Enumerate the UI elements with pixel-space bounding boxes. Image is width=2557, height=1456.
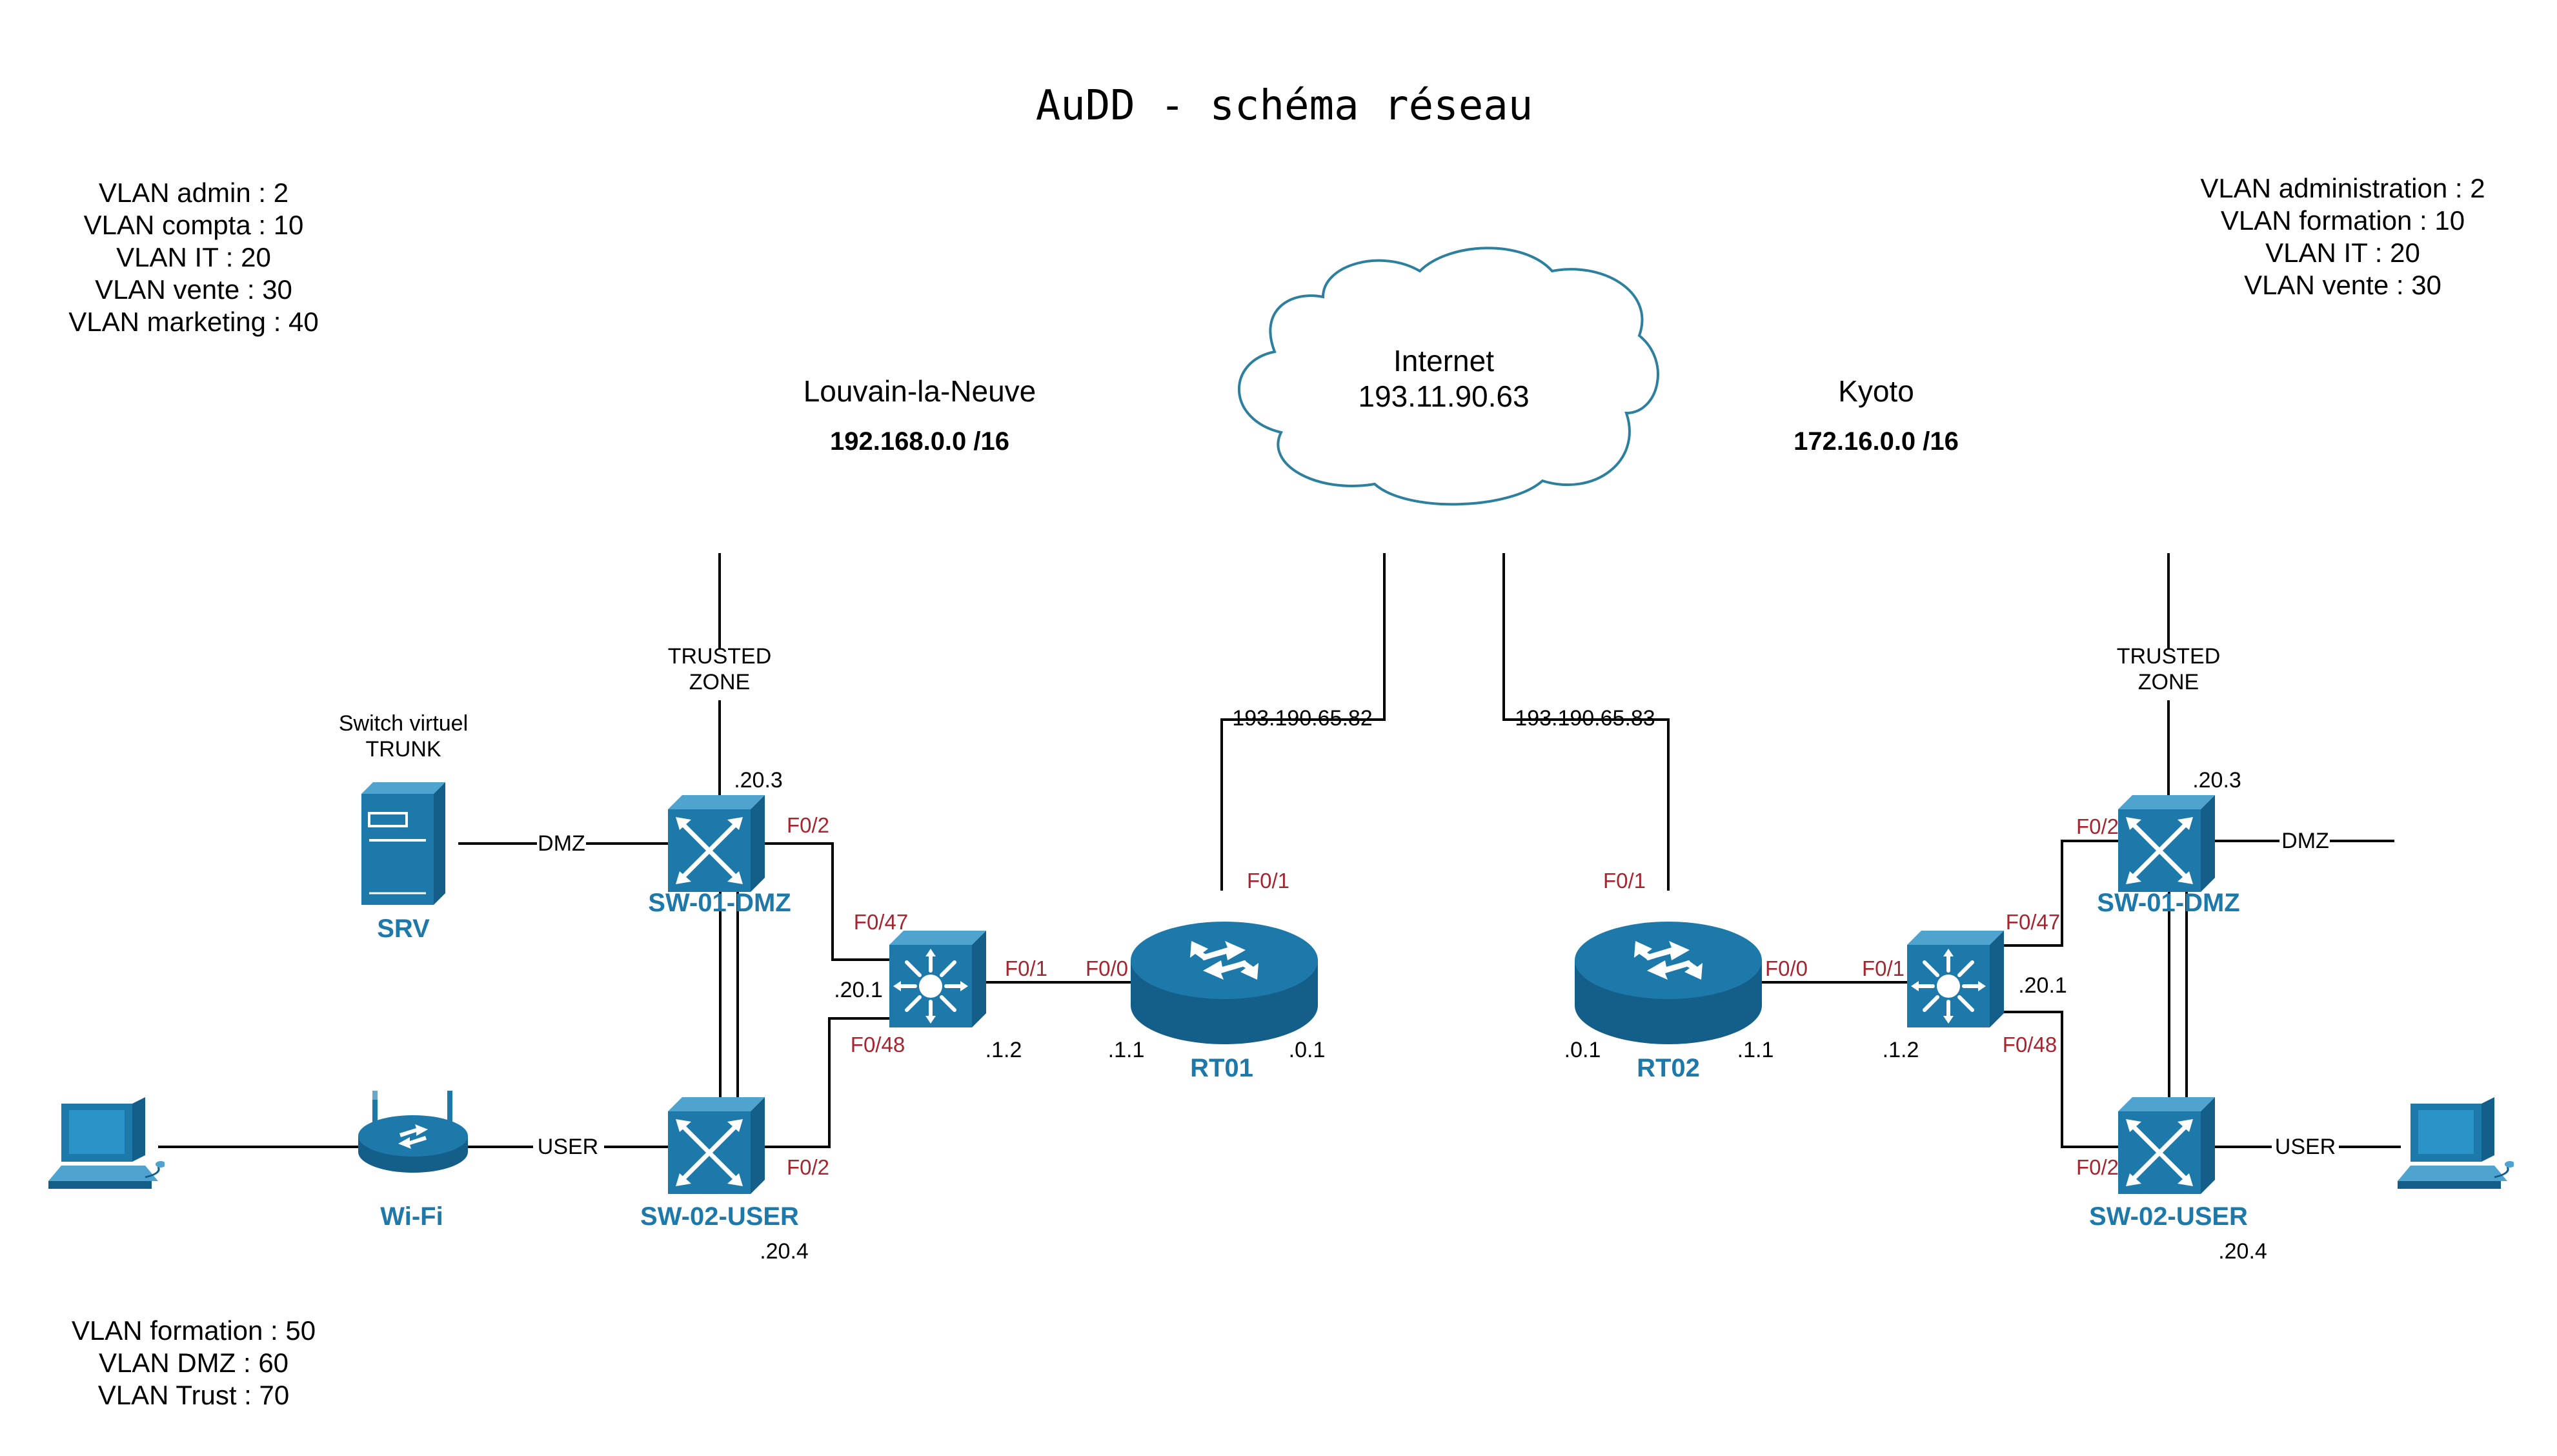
ip-label: .0.1 — [1289, 1038, 1326, 1062]
port-label: F0/48 — [851, 1033, 905, 1057]
link-label-user: USER — [2275, 1135, 2336, 1159]
internet-cloud-icon — [1238, 247, 1659, 506]
switch-icon[interactable] — [2118, 795, 2215, 892]
ip-label: .20.3 — [734, 768, 783, 793]
trusted-zone-label: ZONE — [2138, 670, 2199, 694]
vlan-label: VLAN IT : 20 — [2265, 238, 2420, 268]
wan-ip-right: 193.190.65.83 — [1515, 706, 1655, 731]
vlan-label: VLAN administration : 2 — [2200, 173, 2485, 203]
vlan-label: VLAN compta : 10 — [84, 210, 304, 240]
port-label: F0/2 — [2076, 1155, 2119, 1179]
diagram-title: AuDD - schéma réseau — [1036, 82, 1533, 130]
core-switch-icon[interactable] — [1907, 931, 2004, 1027]
vlan-label: VLAN IT : 20 — [116, 242, 271, 272]
port-label: F0/0 — [1086, 956, 1128, 980]
port-label: F0/47 — [854, 910, 908, 934]
port-label: F0/2 — [787, 813, 829, 837]
device-label-sw02-left: SW-02-USER — [640, 1202, 799, 1231]
vlan-label: VLAN DMZ : 60 — [99, 1348, 288, 1378]
connection-lines — [158, 553, 2401, 1148]
link-label-dmz: DMZ — [2281, 829, 2329, 853]
device-label-sw02-right: SW-02-USER — [2089, 1202, 2248, 1231]
workstation-icon[interactable] — [48, 1097, 166, 1190]
port-label: F0/1 — [1005, 956, 1047, 980]
internet-label: Internet — [1393, 344, 1494, 378]
ip-label: .1.1 — [1737, 1038, 1774, 1062]
device-label-sw01-right: SW-01-DMZ — [2097, 889, 2239, 917]
switch-icon[interactable] — [668, 1097, 765, 1194]
server-icon[interactable] — [361, 782, 445, 905]
site-name-right: Kyoto — [1838, 374, 1914, 408]
trusted-zone-label: TRUSTED — [2117, 644, 2221, 669]
ip-label: .0.1 — [1564, 1038, 1601, 1062]
site-network-right: 172.16.0.0 /16 — [1794, 427, 1959, 456]
ip-label: .20.1 — [834, 978, 883, 1002]
link-label-user: USER — [538, 1135, 598, 1159]
switch-icon[interactable] — [668, 795, 765, 892]
ip-label: .20.4 — [2218, 1239, 2267, 1264]
device-label-rt02: RT02 — [1637, 1054, 1700, 1082]
port-label: F0/1 — [1247, 869, 1289, 893]
vlan-label: VLAN admin : 2 — [99, 177, 288, 208]
router-icon[interactable] — [1131, 922, 1318, 1044]
trusted-zone-label: TRUSTED — [668, 644, 772, 669]
workstation-icon[interactable] — [2398, 1097, 2515, 1190]
switch-icon[interactable] — [2118, 1097, 2215, 1194]
device-label-wifi: Wi-Fi — [380, 1202, 443, 1231]
trusted-zone-label: ZONE — [689, 670, 750, 694]
ip-label: .20.1 — [2018, 973, 2067, 998]
ip-label: .20.3 — [2192, 768, 2241, 793]
site-network-left: 192.168.0.0 /16 — [830, 427, 1009, 456]
port-label: F0/1 — [1862, 956, 1905, 980]
core-switch-icon[interactable] — [889, 931, 986, 1027]
ip-label: .1.2 — [985, 1038, 1022, 1062]
port-label: F0/0 — [1765, 956, 1808, 980]
port-label: F0/1 — [1603, 869, 1646, 893]
vlan-label: VLAN marketing : 40 — [68, 307, 319, 337]
internet-ip: 193.11.90.63 — [1358, 379, 1529, 413]
vswitch-label: Switch virtuel — [339, 711, 468, 736]
port-label: F0/47 — [2006, 910, 2060, 934]
vswitch-label: TRUNK — [365, 737, 441, 762]
ip-label: .1.1 — [1108, 1038, 1145, 1062]
vlan-label: VLAN vente : 30 — [2244, 270, 2441, 300]
device-label-srv: SRV — [377, 915, 430, 943]
port-label: F0/2 — [2076, 814, 2119, 838]
link-label-dmz: DMZ — [538, 831, 585, 856]
ip-label: .20.4 — [760, 1239, 809, 1264]
port-label: F0/2 — [787, 1155, 829, 1179]
router-icon[interactable] — [1575, 922, 1762, 1044]
vlan-label: VLAN formation : 50 — [72, 1315, 316, 1346]
device-label-sw01-left: SW-01-DMZ — [648, 889, 791, 917]
port-label: F0/48 — [2003, 1033, 2057, 1057]
vlan-label: VLAN formation : 10 — [2221, 205, 2465, 236]
ip-label: .1.2 — [1883, 1038, 1919, 1062]
vlan-label: VLAN Trust : 70 — [98, 1380, 289, 1410]
device-label-rt01: RT01 — [1190, 1054, 1253, 1082]
wifi-router-icon[interactable] — [358, 1091, 468, 1173]
wan-ip-left: 193.190.65.82 — [1232, 706, 1372, 731]
site-name-left: Louvain-la-Neuve — [803, 374, 1036, 408]
vlan-label: VLAN vente : 30 — [95, 274, 292, 305]
